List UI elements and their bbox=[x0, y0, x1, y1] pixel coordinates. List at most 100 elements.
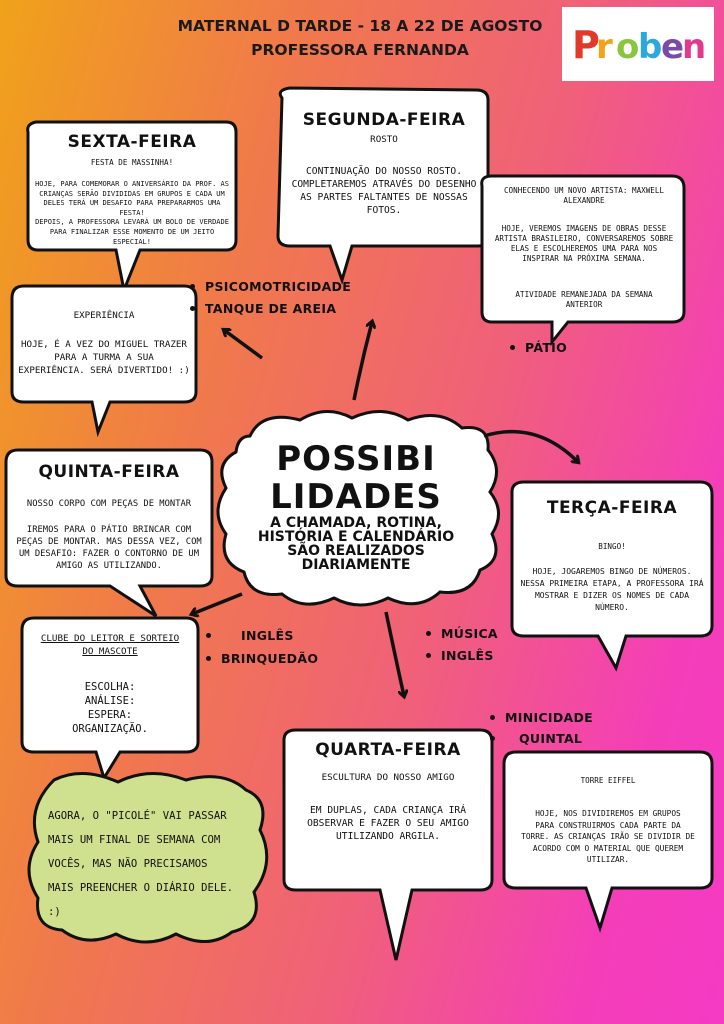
experiencia-bubble-shape bbox=[10, 284, 198, 438]
quarta-body-line: EM DUPLAS, CADA CRIANÇA IRÁ bbox=[310, 805, 466, 816]
bullet-dot-icon bbox=[510, 345, 515, 350]
quarta-body: EM DUPLAS, CADA CRIANÇA IRÁ OBSERVAR E F… bbox=[286, 804, 490, 843]
quinta-body-line: PEÇAS DE MONTAR. MAS DESSA VEZ, COM bbox=[16, 537, 202, 547]
header-line-2: PROFESSORA FERNANDA bbox=[251, 41, 469, 59]
proben-logo: P r o b e n bbox=[562, 7, 714, 81]
arrow-to-terca bbox=[483, 429, 578, 462]
artista-note: ATIVIDADE REMANEJADA DA SEMANA ANTERIOR bbox=[486, 290, 682, 310]
terca-body-line: NESSA PRIMEIRA ETAPA, A PROFESSORA IRÁ bbox=[520, 579, 704, 588]
logo-letter-e: e bbox=[661, 27, 684, 67]
quinta-title: QUINTA-FEIRA bbox=[38, 462, 180, 482]
bullet-dot-icon bbox=[490, 715, 495, 720]
sexta-body-line: CRIANÇAS SERÃO DIVIDIDAS EM GRUPOS E CAD… bbox=[39, 189, 225, 198]
artista-note-line: ATIVIDADE REMANEJADA DA SEMANA bbox=[515, 290, 653, 299]
clube-body-line: ANÁLISE: bbox=[84, 695, 136, 707]
terca-body-line: MOSTRAR E DIZER OS NOMES DE CADA bbox=[534, 591, 690, 600]
bullet-dot-icon bbox=[190, 306, 195, 311]
center-subtitle: A CHAMADA, ROTINA, HISTÓRIA E CALENDÁRIO… bbox=[236, 516, 476, 572]
torre-body-line: ACORDO COM O MATERIAL QUE QUEREM bbox=[532, 843, 684, 853]
sexta-body-line: DEPOIS, A PROFESSORA LEVARÁ UM BOLO DE V… bbox=[35, 218, 229, 227]
bullet-label: INGLÊS bbox=[441, 648, 494, 663]
center-subtitle-line: HISTÓRIA E CALENDÁRIO bbox=[257, 529, 455, 545]
center-title-line: LIDADES bbox=[270, 477, 442, 517]
segunda-body-line: FOTOS. bbox=[366, 205, 402, 216]
bullet-musica: MÚSICA bbox=[426, 626, 498, 641]
quinta-body: IREMOS PARA O PÁTIO BRINCAR COM PEÇAS DE… bbox=[8, 524, 210, 572]
bullet-dot-icon bbox=[190, 284, 195, 289]
artista-heading: CONHECENDO UM NOVO ARTISTA: MAXWELL ALEX… bbox=[486, 186, 682, 206]
arrow-to-sexta bbox=[224, 330, 264, 360]
bullet-psicomotricidade: PSICOMOTRICIDADE bbox=[190, 279, 351, 294]
picole-body-line: MAIS UM FINAL DE SEMANA COM bbox=[48, 834, 221, 846]
terca-subtitle: BINGO! bbox=[598, 542, 626, 551]
bullet-dot-icon bbox=[426, 631, 431, 636]
page-header: MATERNAL D TARDE - 18 A 22 DE AGOSTO PRO… bbox=[140, 14, 580, 62]
bullet-dot-icon bbox=[490, 736, 495, 741]
center-subtitle-line: A CHAMADA, ROTINA, bbox=[270, 515, 442, 531]
center-cloud-shape bbox=[216, 410, 500, 607]
picole-body: AGORA, O "PICOLÉ" VAI PASSAR MAIS UM FIN… bbox=[48, 804, 258, 924]
terca-body: HOJE, JOGAREMOS BINGO DE NÚMEROS. NESSA … bbox=[514, 566, 710, 614]
clube-title-line: DO MASCOTE bbox=[82, 646, 138, 657]
picole-body-line: MAIS PREENCHER O DIÁRIO DELE. bbox=[48, 882, 233, 894]
quarta-body-line: OBSERVAR E FAZER O SEU AMIGO bbox=[307, 818, 469, 829]
sexta-body-line: PARA FINALIZAR ESSE MOMENTO DE UM JEITO … bbox=[49, 227, 215, 246]
bullet-patio: PÁTIO bbox=[510, 340, 567, 355]
artista-body: HOJE, VEREMOS IMAGENS DE OBRAS DESSE ART… bbox=[486, 224, 682, 264]
sexta-title: SEXTA-FEIRA bbox=[67, 132, 197, 152]
experiencia-body-line: PARA A TURMA A SUA bbox=[54, 352, 154, 363]
bullet-label: BRINQUEDÃO bbox=[221, 651, 319, 666]
arrow-to-quinta bbox=[192, 592, 243, 614]
logo-letter-b: b bbox=[638, 27, 662, 67]
bullet-ingles-terca: INGLÊS bbox=[426, 648, 494, 663]
quinta-body-line: AMIGO AS UTILIZANDO. bbox=[56, 561, 162, 571]
arrow-to-quarta bbox=[384, 611, 404, 696]
quarta-bubble-shape bbox=[282, 728, 494, 961]
proben-logo-mark: P r o b e n bbox=[572, 23, 706, 67]
segunda-body-line: AS PARTES FALTANTES DE NOSSAS bbox=[300, 192, 468, 203]
logo-letter-p: P bbox=[572, 23, 600, 67]
clube-body-line: ESCOLHA: bbox=[84, 681, 136, 693]
logo-letter-o: o bbox=[616, 27, 639, 67]
artista-bubble-shape bbox=[480, 174, 686, 347]
picole-body-line: AGORA, O "PICOLÉ" VAI PASSAR bbox=[48, 810, 227, 822]
picole-body-line: VOCÊS, MAS NÃO PRECISAMOS bbox=[48, 858, 208, 870]
center-subtitle-line: DIARIAMENTE bbox=[301, 557, 411, 573]
artista-heading-line: ALEXANDRE bbox=[563, 196, 605, 205]
logo-letter-n: n bbox=[682, 27, 706, 67]
bullet-label: MINICIDADE bbox=[505, 710, 593, 725]
bullet-dot-icon bbox=[206, 633, 211, 638]
segunda-body: CONTINUAÇÃO DO NOSSO ROSTO. COMPLETAREMO… bbox=[280, 165, 488, 217]
bullet-ingles-quinta: INGLÊS bbox=[206, 628, 294, 643]
torre-body-line: PARA CONSTRUIRMOS CADA PARTE DA bbox=[535, 820, 681, 830]
terca-body-line: NÚMERO. bbox=[595, 603, 629, 612]
segunda-title: SEGUNDA-FEIRA bbox=[302, 110, 466, 130]
terca-body-line: HOJE, JOGAREMOS BINGO DE NÚMEROS. bbox=[532, 567, 692, 576]
experiencia-body-line: HOJE, É A VEZ DO MIGUEL TRAZER bbox=[21, 339, 187, 350]
clube-bubble-shape bbox=[20, 616, 200, 782]
torre-body-line: TORRE. AS CRIANÇAS IRÃO SE DIVIDIR DE bbox=[521, 832, 695, 841]
quarta-title: QUARTA-FEIRA bbox=[315, 740, 461, 760]
center-subtitle-line: SÃO REALIZADOS bbox=[287, 543, 425, 559]
logo-letter-r: r bbox=[596, 27, 613, 67]
sexta-bubble-shape bbox=[26, 120, 238, 296]
picole-cloud-shape bbox=[27, 771, 269, 944]
torre-body: HOJE, NOS DIVIDIREMOS EM GRUPOS PARA CON… bbox=[506, 808, 710, 866]
artista-heading-line: CONHECENDO UM NOVO ARTISTA: MAXWELL bbox=[503, 186, 664, 195]
quinta-subtitle: NOSSO CORPO COM PEÇAS DE MONTAR bbox=[26, 499, 192, 509]
header-line-1: MATERNAL D TARDE - 18 A 22 DE AGOSTO bbox=[177, 17, 543, 35]
quarta-subtitle: ESCULTURA DO NOSSO AMIGO bbox=[321, 772, 455, 783]
artista-body-line: ELAS E ESCOLHEREMOS UMA PARA NOS bbox=[510, 244, 658, 253]
terca-title: TERÇA-FEIRA bbox=[546, 498, 678, 518]
clube-title-line: CLUBE DO LEITOR E SORTEIO bbox=[40, 633, 180, 644]
artista-body-line: HOJE, VEREMOS IMAGENS DE OBRAS DESSE bbox=[501, 224, 667, 233]
torre-body-line: HOJE, NOS DIVIDIREMOS EM GRUPOS bbox=[535, 809, 681, 818]
experiencia-title: EXPERIÊNCIA bbox=[73, 310, 135, 321]
artista-note-line: ANTERIOR bbox=[565, 300, 603, 309]
bullet-label: PÁTIO bbox=[525, 340, 568, 355]
clube-title: CLUBE DO LEITOR E SORTEIO DO MASCOTE bbox=[24, 632, 196, 658]
arrow-to-segunda bbox=[352, 322, 372, 401]
bullet-label: QUINTAL bbox=[519, 731, 583, 746]
bullet-label: MÚSICA bbox=[441, 626, 498, 641]
